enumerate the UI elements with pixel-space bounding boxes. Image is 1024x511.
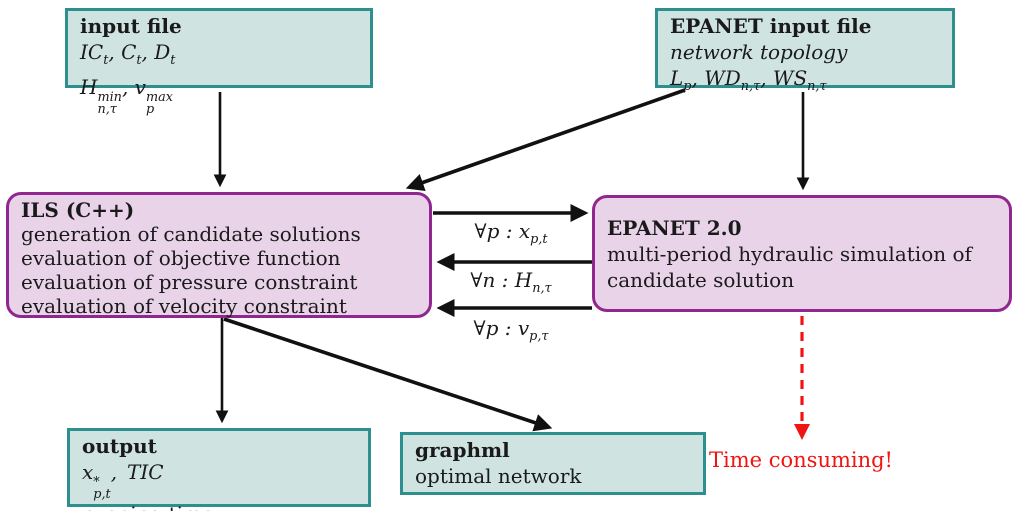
epanet2-desc-line2: candidate solution (607, 268, 795, 292)
epanet-input-file-title: EPANET input file (670, 14, 872, 38)
output-values: x*p,t, TIC (82, 460, 164, 503)
label-forall-p-v: ∀p : vp,τ (473, 316, 549, 344)
epanet-input-file-params: Lp, WDn,τ, WSn,τ (670, 66, 827, 94)
input-file-title: input file (80, 14, 182, 38)
arrow-epanetinput-to-ils (405, 88, 686, 191)
ils-title: ILS (C++) (21, 198, 135, 222)
epanet2-desc-line1: multi-period hydraulic simulation of (607, 242, 972, 266)
input-file-params-line1: ICt, Ct, Dt (80, 40, 176, 68)
graphml-title: graphml (415, 438, 510, 462)
graphml-optimal-network: optimal network (415, 464, 582, 488)
output-running-time: running time (82, 501, 368, 511)
time-consuming-note: Time consuming! (708, 448, 894, 472)
epanet-input-file-box: EPANET input file network topology Lp, W… (655, 8, 955, 94)
ils-step-objective: evaluation of objective function (21, 246, 341, 270)
output-box: output x*p,t, TIC running time (67, 428, 371, 511)
label-forall-n-h: ∀n : Hn,τ (470, 268, 552, 296)
output-title: output (82, 434, 157, 458)
epanet-input-file-topology: network topology (670, 40, 848, 64)
ils-box: ILS (C++) generation of candidate soluti… (6, 192, 432, 318)
epanet2-title: EPANET 2.0 (607, 216, 742, 240)
ils-step-pressure: evaluation of pressure constraint (21, 270, 358, 294)
ils-step-velocity: evaluation of velocity constraint (21, 294, 347, 318)
epanet2-box: EPANET 2.0 multi-period hydraulic simula… (592, 195, 1012, 312)
graphml-box: graphml optimal network (400, 432, 706, 495)
ils-step-generation: generation of candidate solutions (21, 222, 361, 246)
label-forall-p-x: ∀p : xp,t (474, 219, 548, 247)
